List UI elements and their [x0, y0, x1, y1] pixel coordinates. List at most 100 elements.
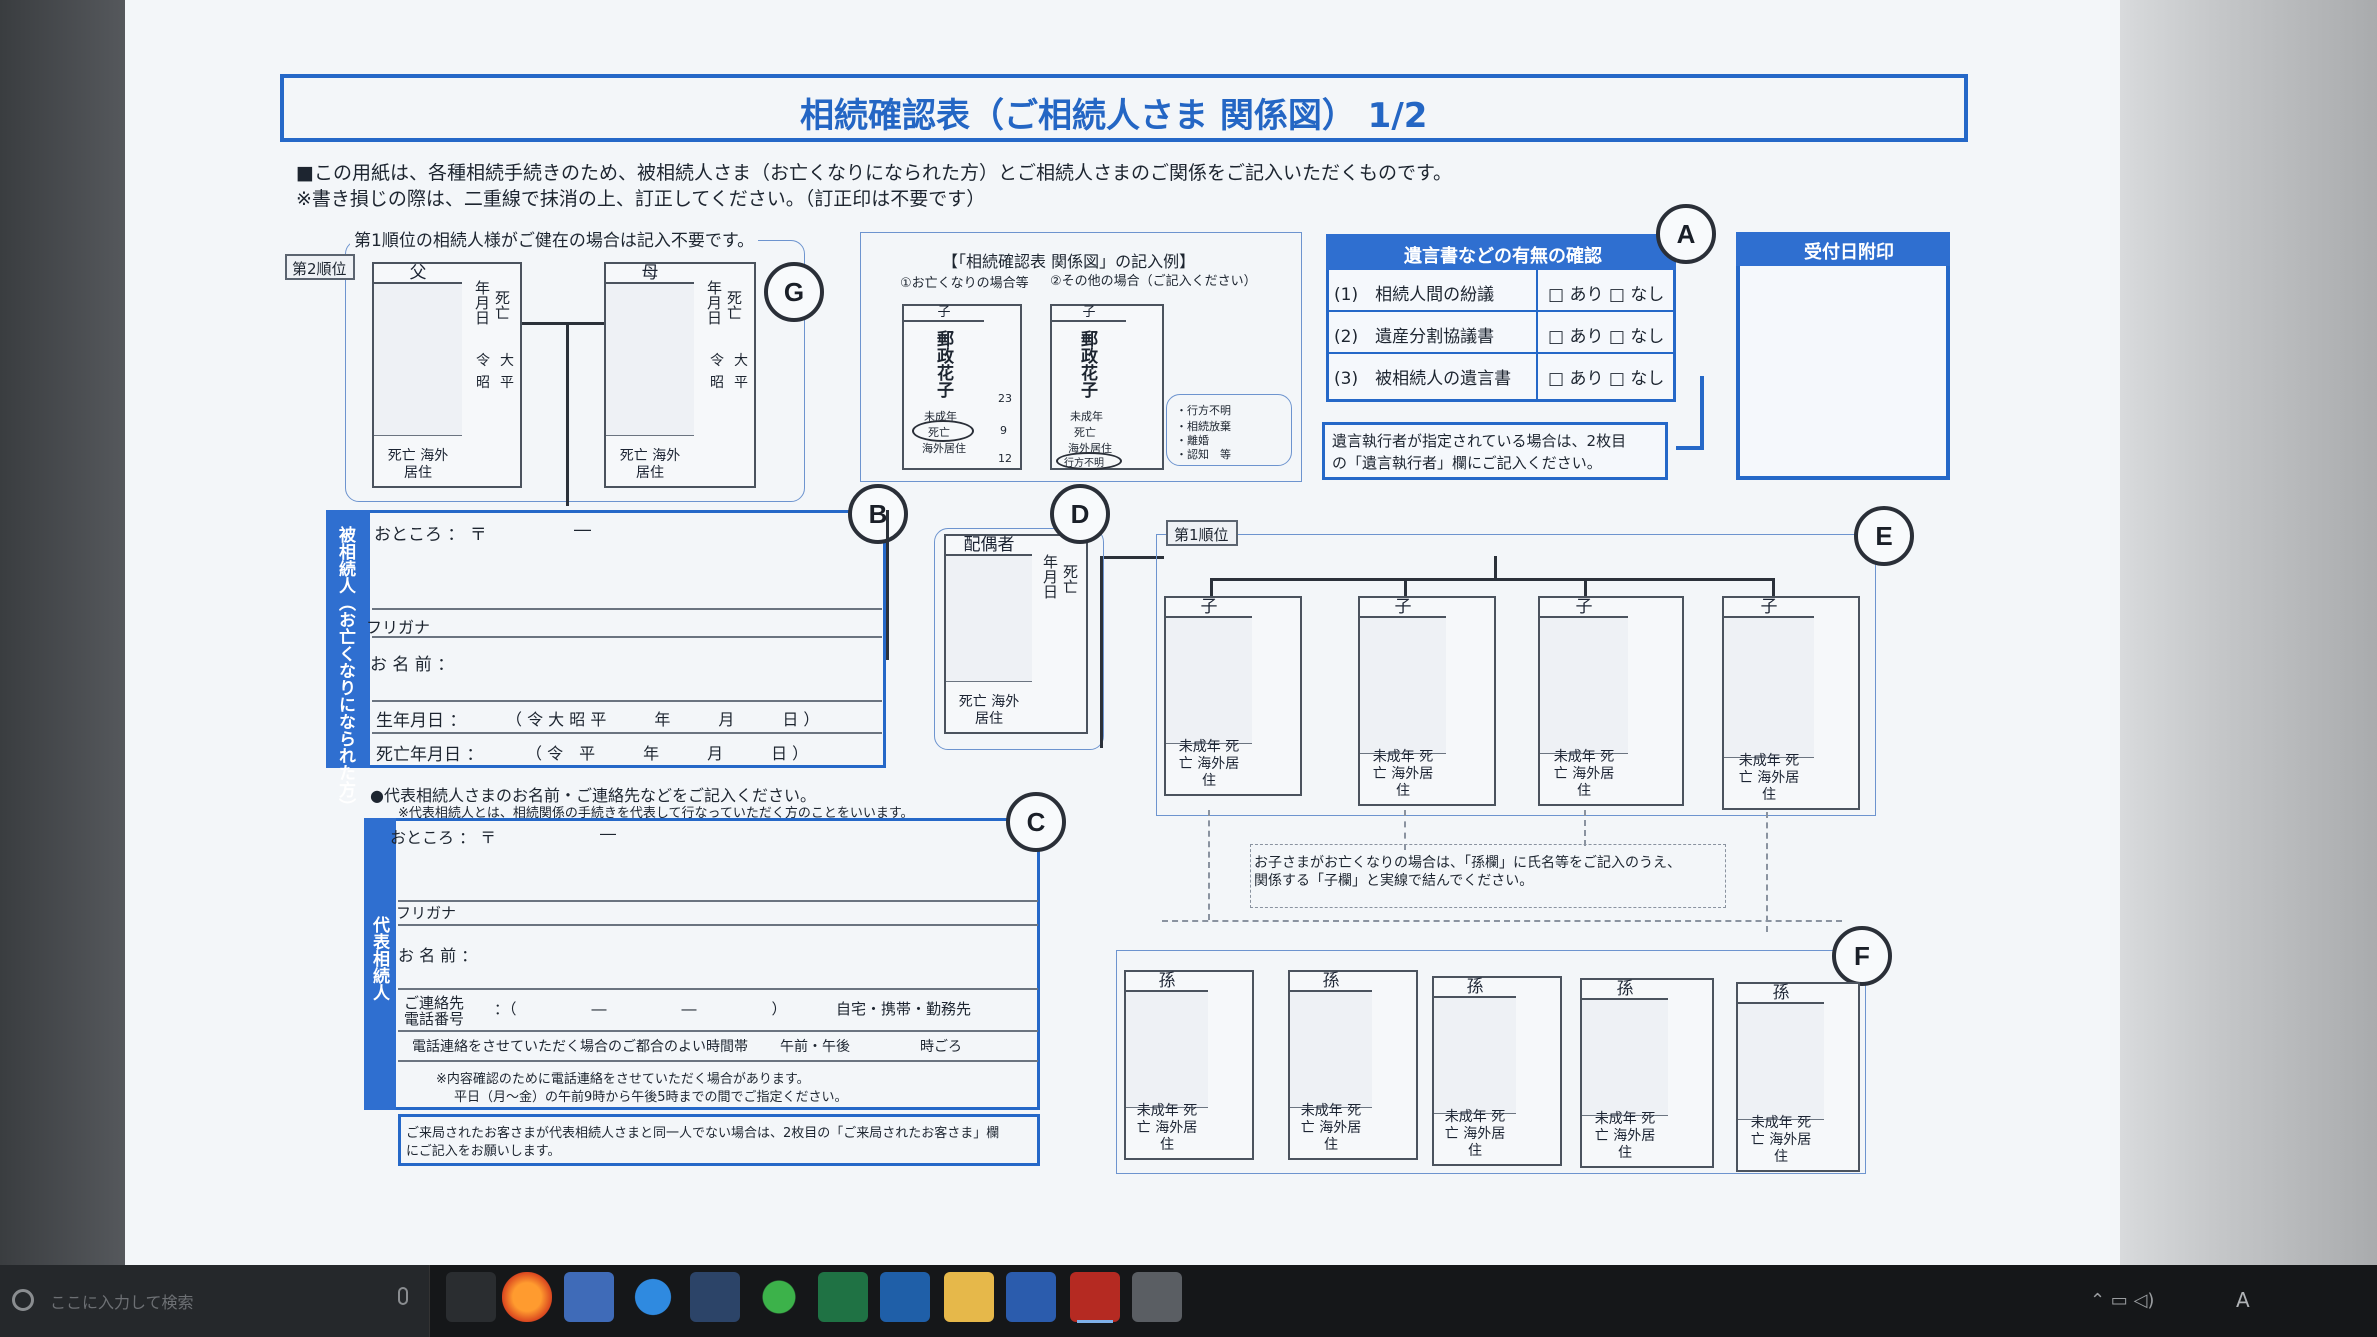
example-option-3: ・離婚 — [1176, 434, 1209, 447]
father-date-label: 年月日 — [473, 280, 491, 325]
father-death-label: 死亡 — [493, 290, 511, 320]
father-dates[interactable] — [462, 262, 522, 488]
decedent-furigana-field[interactable] — [372, 636, 882, 638]
father-era-c: 昭 — [476, 375, 490, 391]
executor-arrow-h — [1676, 446, 1704, 450]
example-circled-missing — [1056, 452, 1122, 470]
will-row-2-options[interactable]: □ あり □ なし — [1548, 327, 1665, 347]
mother-era-c: 昭 — [710, 375, 724, 391]
child-dates-1[interactable] — [1252, 596, 1302, 796]
rank-2-tag — [285, 254, 355, 280]
circle-g: G — [764, 262, 824, 322]
monitor-bezel-right — [2120, 0, 2377, 1337]
child-dates-3[interactable] — [1628, 596, 1684, 806]
grandchild-box-5[interactable]: 孫 未成年 死亡 海外居住 — [1736, 982, 1826, 1172]
grandchild-dates-5[interactable] — [1824, 982, 1860, 1172]
representative-confirm-note-1: ※内容確認のために電話連絡をさせていただく場合があります。 — [436, 1072, 810, 1087]
microphone-icon[interactable] — [398, 1287, 408, 1305]
grandchild-dates-1[interactable] — [1208, 970, 1254, 1160]
visitor-note-2: にご記入をお願いします。 — [406, 1144, 561, 1159]
system-tray-icons[interactable]: ⌃ ▭ ◁) — [2090, 1290, 2155, 1311]
grandchild-box-3[interactable]: 孫 未成年 死亡 海外居住 — [1432, 976, 1518, 1166]
child-box-4[interactable]: 子 未成年 死亡 海外居住 — [1722, 596, 1816, 810]
representative-heading: ●代表相続人さまのお名前・ご連絡先などをご記入ください。 — [370, 786, 816, 805]
child-dates-4[interactable] — [1814, 596, 1860, 810]
example-date-3: 12 — [998, 452, 1012, 465]
representative-phone-format[interactable]: ：（ ― ― ） — [494, 1000, 787, 1018]
photos-icon[interactable] — [1132, 1272, 1182, 1322]
circle-f: F — [1832, 926, 1892, 986]
outlook-icon[interactable] — [880, 1272, 930, 1322]
circle-c: C — [1006, 792, 1066, 852]
example-name-2: 郵政花子 — [1077, 330, 1097, 398]
mother-box[interactable]: 母 死亡 海外居住 — [604, 262, 696, 488]
edge-icon[interactable] — [628, 1272, 678, 1322]
representative-side-bar — [364, 818, 396, 1110]
title-box — [280, 74, 1968, 142]
rank-2-label: 第2順位 — [292, 260, 347, 278]
acrobat-icon[interactable] — [1070, 1272, 1120, 1322]
example-circled-dead — [912, 420, 974, 442]
child-grandchild-link-2 — [1404, 810, 1406, 850]
spouse-box[interactable]: 配偶者 死亡 海外居住 — [944, 534, 1034, 734]
representative-phone-divider — [398, 1030, 1038, 1032]
decedent-address-field[interactable] — [372, 608, 882, 610]
spouse-connector-h — [886, 510, 889, 660]
grandchild-box-2[interactable]: 孫 未成年 死亡 海外居住 — [1288, 970, 1374, 1160]
search-placeholder: ここに入力して検索 — [50, 1293, 194, 1312]
example-minor-2: 未成年 — [1070, 410, 1103, 423]
grandchild-box-1[interactable]: 孫 未成年 死亡 海外居住 — [1124, 970, 1210, 1160]
spouse-death-label: 死亡 — [1061, 564, 1079, 594]
grandchild-dates-4[interactable] — [1668, 978, 1714, 1168]
decedent-name-label: お 名 前 ： — [370, 655, 455, 675]
green-app-icon[interactable] — [754, 1272, 804, 1322]
decedent-death-format[interactable]: （ 令 平 年 月 日 ） — [526, 744, 809, 763]
page-title: 相続確認表（ご相続人さま 関係図） 1/2 — [800, 96, 1428, 136]
representative-name-label: お 名 前 ： — [398, 946, 478, 965]
will-row-1-options[interactable]: □ あり □ なし — [1548, 285, 1665, 305]
grandchild-dates-2[interactable] — [1372, 970, 1418, 1160]
child-drop-1 — [1210, 578, 1213, 596]
father-box[interactable]: 父 死亡 海外居住 — [372, 262, 464, 488]
executor-arrow-v — [1700, 376, 1704, 448]
representative-address-field[interactable] — [398, 900, 1038, 902]
child-box-2[interactable]: 子 未成年 死亡 海外居住 — [1358, 596, 1448, 806]
decedent-birth-format[interactable]: （ 令 大 昭 平 年 月 日 ） — [506, 710, 820, 729]
decedent-name-field[interactable] — [372, 700, 882, 702]
child-dates-2[interactable] — [1446, 596, 1496, 806]
will-row-3-options[interactable]: □ あり □ なし — [1548, 369, 1665, 389]
grandchild-box-4[interactable]: 孫 未成年 死亡 海外居住 — [1580, 978, 1670, 1168]
father-era-b: 大 — [500, 353, 514, 369]
spouse-status: 死亡 海外居住 — [958, 694, 1020, 727]
parents-note: 第1順位の相続人様がご健在の場合は記入不要です。 — [350, 226, 759, 251]
firefox-icon[interactable] — [502, 1272, 552, 1322]
child-grandchild-link-1 — [1208, 810, 1210, 920]
representative-subnote: ※代表相続人とは、相続関係の手続きを代表して行なっていただく方のことをいいます。 — [398, 806, 914, 821]
representative-time-options[interactable]: 午前・午後 時ごろ — [780, 1039, 962, 1055]
children-trunk — [1494, 556, 1497, 580]
taskbar-search-box[interactable]: ここに入力して検索 — [0, 1265, 430, 1337]
app-k-icon[interactable] — [690, 1272, 740, 1322]
child-drop-2 — [1404, 578, 1407, 596]
representative-furigana-field[interactable] — [398, 924, 1038, 926]
mother-dates[interactable] — [694, 262, 756, 488]
excel-icon[interactable] — [818, 1272, 868, 1322]
grandchild-dates-3[interactable] — [1516, 976, 1562, 1166]
spouse-dates[interactable] — [1032, 534, 1088, 734]
ime-indicator[interactable]: A — [2236, 1288, 2250, 1312]
children-note-2: 関係する「子欄」と実線で結んでください。 — [1254, 873, 1534, 889]
child-box-1[interactable]: 子 未成年 死亡 海外居住 — [1164, 596, 1254, 796]
representative-phone-types[interactable]: 自宅・携帯・勤務先 — [836, 1000, 972, 1018]
representative-name-field[interactable] — [398, 988, 1038, 990]
intro-line-1: ■この用紙は、各種相続手続きのため、被相続人さま（お亡くなりになられた方）とご相… — [296, 162, 1453, 184]
spouse-label: 配偶者 — [946, 536, 1032, 556]
example-dates-1 — [984, 304, 1022, 470]
word-icon[interactable] — [1006, 1272, 1056, 1322]
intro-line-2: ※書き損じの際は、二重線で抹消の上、訂正してください。（訂正印は不要です） — [296, 188, 986, 210]
executor-note-1: 遺言執行者が指定されている場合は、2枚目 — [1332, 432, 1627, 450]
grandchild-bar — [1162, 920, 1842, 922]
task-view-icon[interactable] — [446, 1272, 496, 1322]
child-box-3[interactable]: 子 未成年 死亡 海外居住 — [1538, 596, 1630, 806]
explorer-app-icon[interactable] — [564, 1272, 614, 1322]
file-explorer-icon[interactable] — [944, 1272, 994, 1322]
